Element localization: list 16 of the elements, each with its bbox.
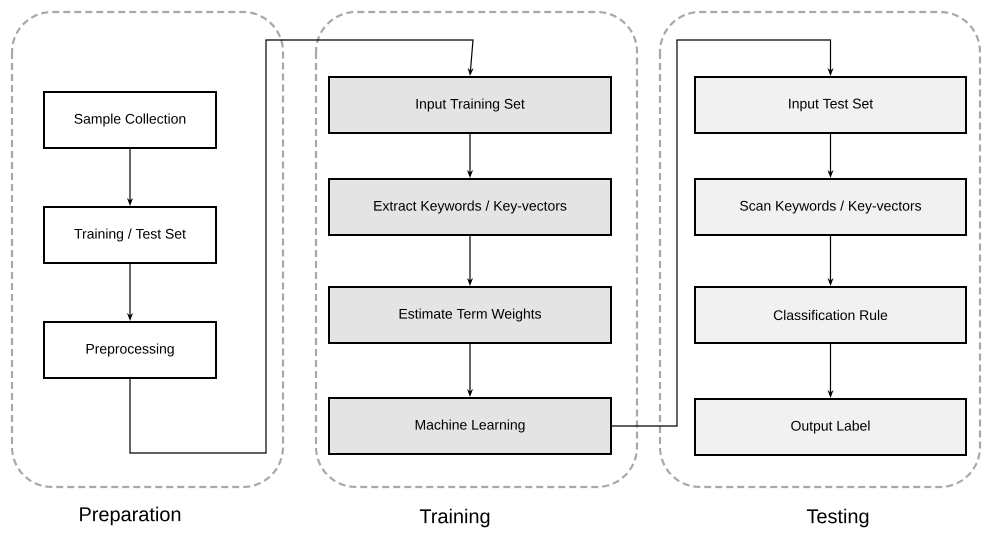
process-box: Sample Collection — [43, 90, 217, 149]
process-box: Extract Keywords / Key-vectors — [328, 178, 612, 236]
arrow — [129, 39, 474, 454]
process-box: Classification Rule — [694, 286, 967, 344]
process-box: Output Label — [694, 398, 967, 456]
process-box: Training / Test Set — [43, 206, 217, 264]
process-box: Input Test Set — [694, 76, 967, 134]
process-box: Input Training Set — [328, 76, 612, 134]
arrow — [612, 39, 834, 427]
node-label: Testing — [806, 508, 868, 528]
process-box: Machine Learning — [328, 396, 612, 455]
node-label: Preparation — [80, 506, 180, 526]
process-box: Preprocessing — [43, 320, 217, 379]
node-label: Training — [420, 508, 490, 528]
process-box: Scan Keywords / Key-vectors — [694, 178, 967, 236]
process-box: Estimate Term Weights — [328, 286, 612, 344]
